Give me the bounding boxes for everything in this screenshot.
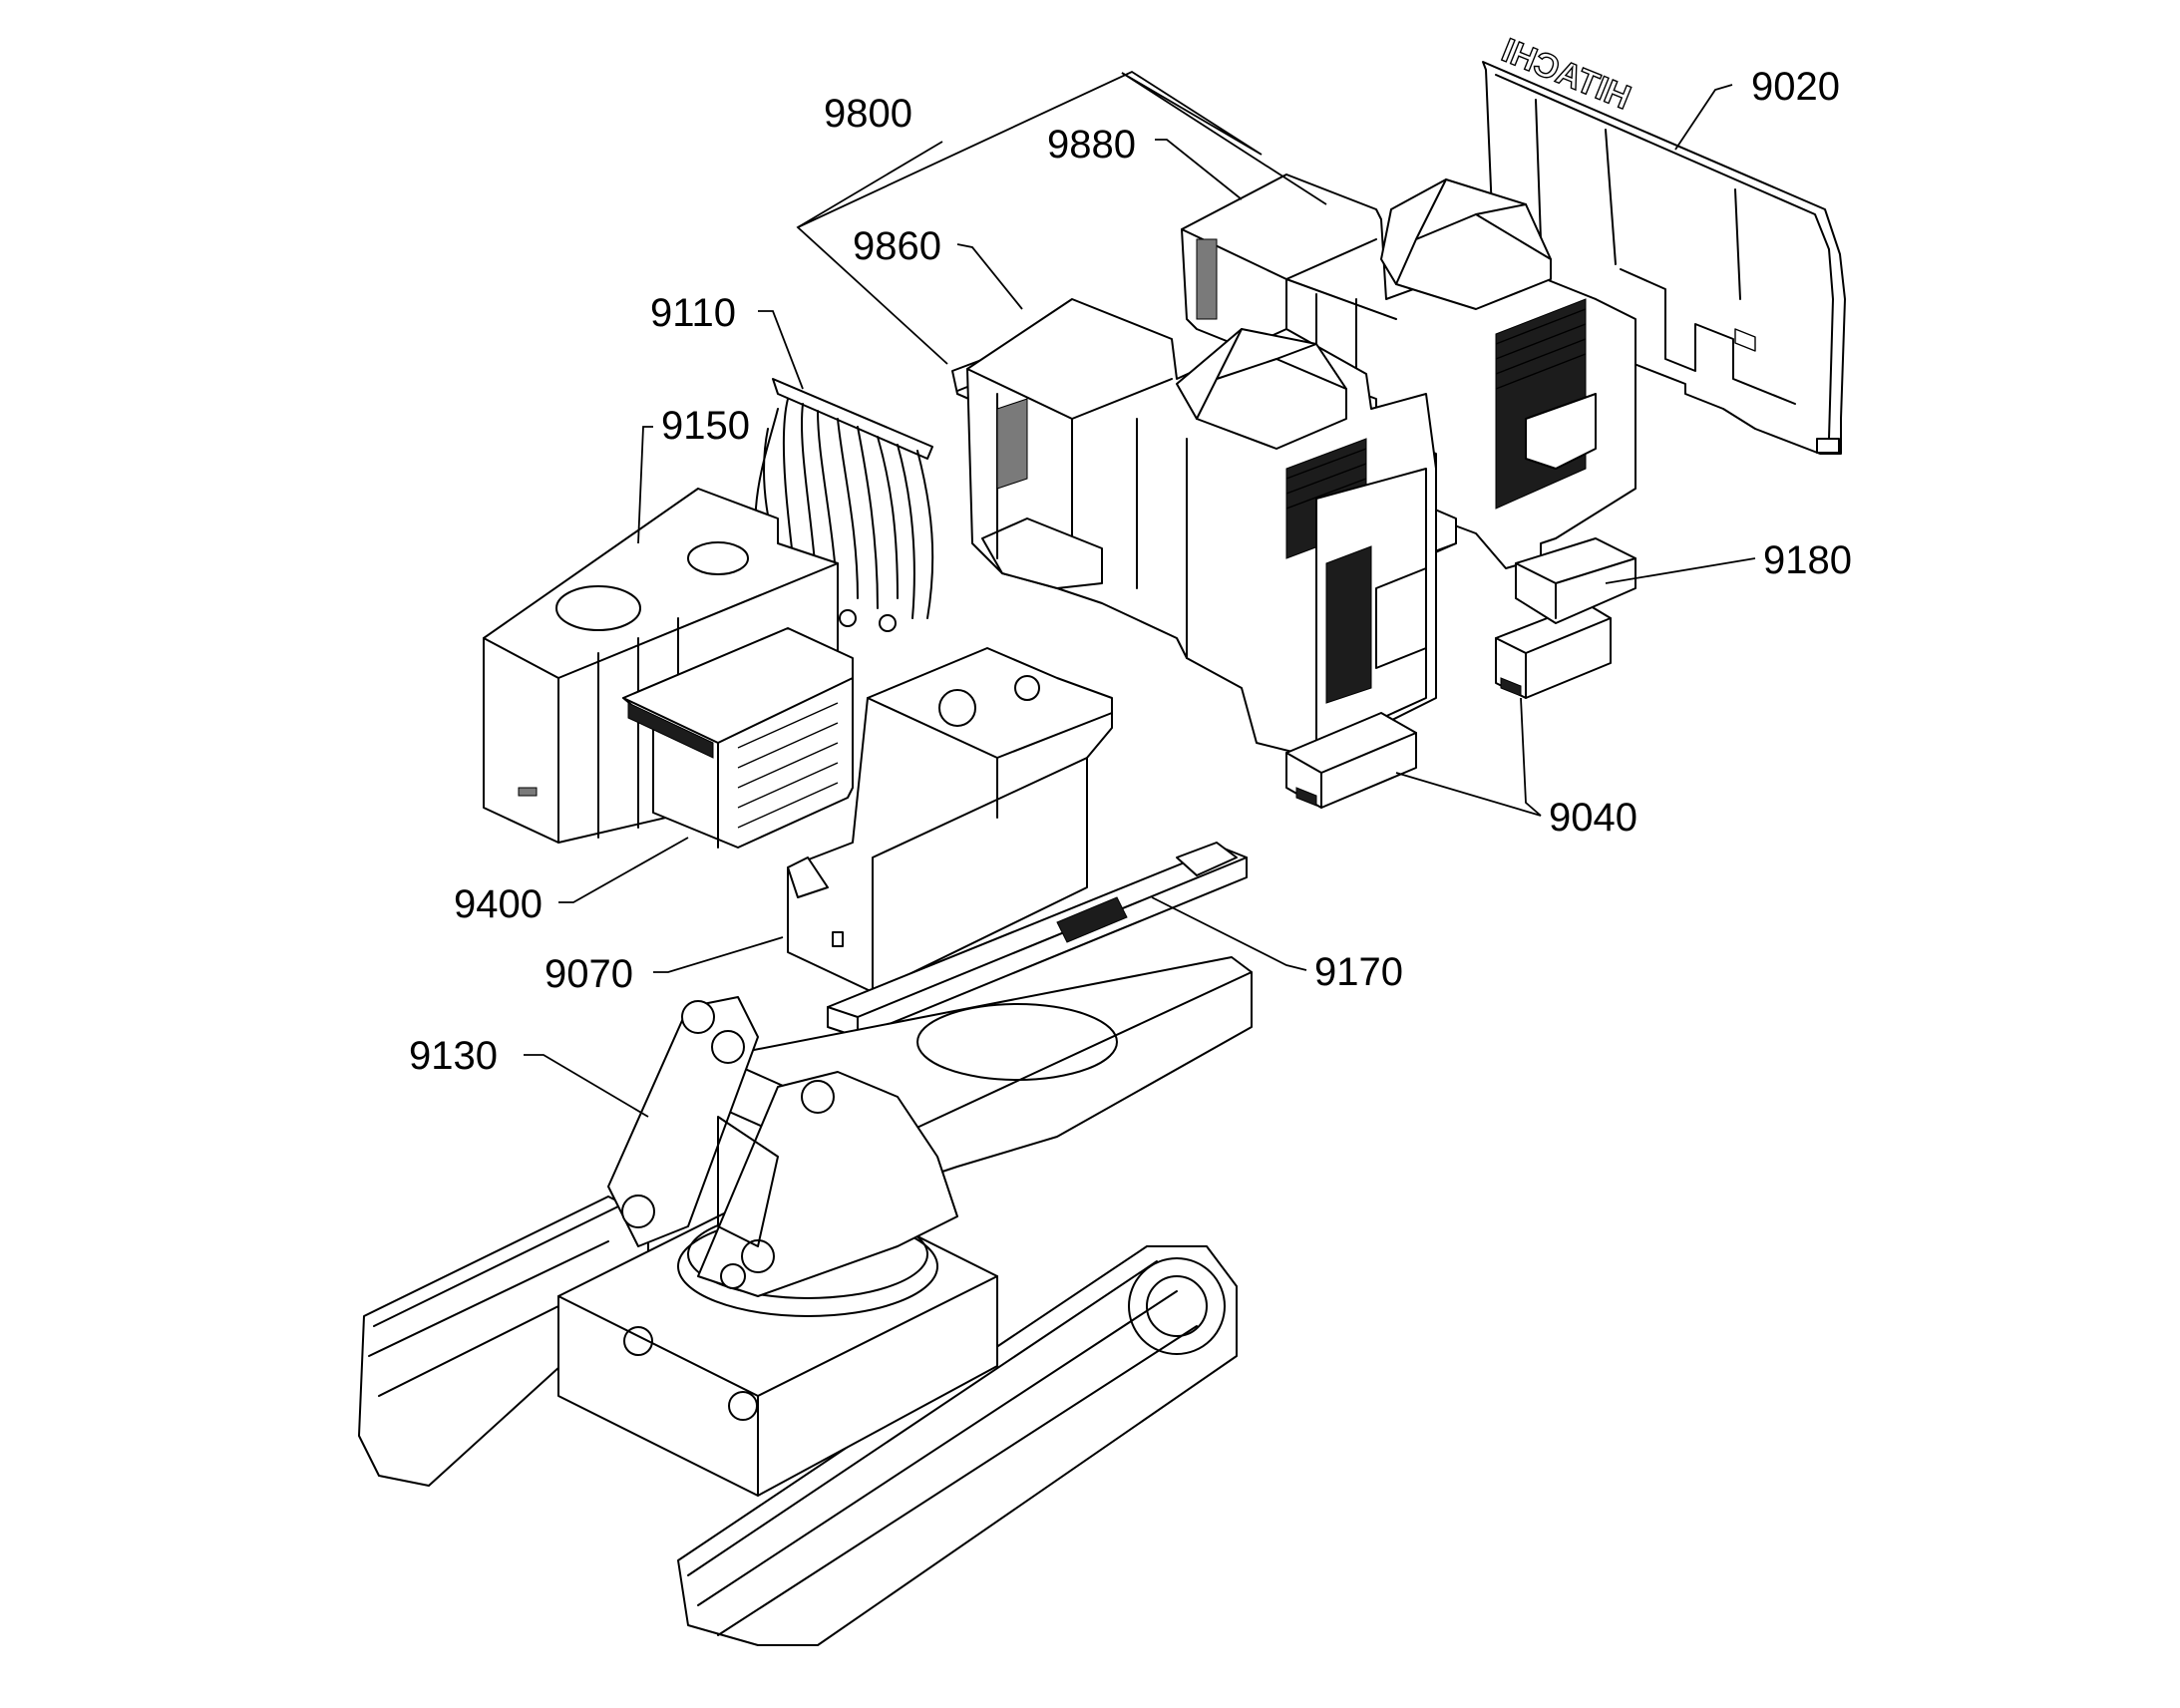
label-9800: 9800 bbox=[824, 92, 912, 136]
label-9400: 9400 bbox=[454, 882, 543, 926]
label-9860: 9860 bbox=[853, 224, 941, 268]
part-bracket-9180 bbox=[1515, 537, 1636, 624]
label-9070: 9070 bbox=[545, 952, 633, 996]
part-battery-box-a bbox=[1285, 712, 1417, 809]
part-battery-box-b bbox=[1495, 602, 1612, 699]
label-9170: 9170 bbox=[1314, 950, 1403, 994]
label-9110: 9110 bbox=[650, 291, 736, 335]
reference-numerals: 9800 9880 9020 9860 9110 9150 9180 9040 … bbox=[409, 65, 1852, 1078]
leader-lines bbox=[524, 70, 1756, 1118]
part-middle-cabinet bbox=[966, 298, 1437, 759]
label-9020: 9020 bbox=[1751, 65, 1840, 109]
label-9880: 9880 bbox=[1047, 123, 1136, 167]
label-9180: 9180 bbox=[1763, 538, 1852, 582]
label-9130: 9130 bbox=[409, 1034, 498, 1078]
part-radiator bbox=[622, 627, 854, 849]
part-side-rail bbox=[827, 842, 1248, 1038]
part-main-frame-undercarriage bbox=[358, 956, 1253, 1646]
part-deck-frame bbox=[787, 647, 1113, 993]
label-9040: 9040 bbox=[1549, 796, 1637, 840]
part-rear-cabinet bbox=[1181, 173, 1636, 569]
label-9150: 9150 bbox=[661, 404, 750, 448]
